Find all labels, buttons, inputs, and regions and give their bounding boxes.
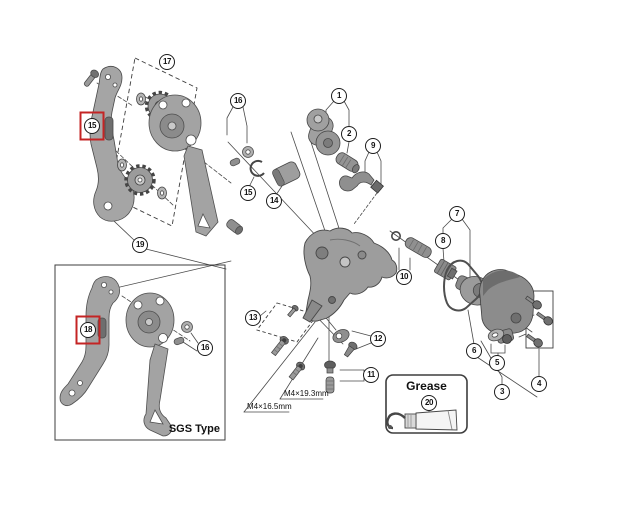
tension-pulley bbox=[124, 164, 156, 196]
screw-spec-long-label: M4×19.3mm bbox=[284, 389, 329, 398]
stud-plate bbox=[332, 329, 350, 343]
callout-16: 16 bbox=[197, 340, 213, 356]
motor-unit-chain bbox=[390, 231, 553, 348]
sgs-inner-plate bbox=[125, 292, 175, 437]
pulley-set-dashed-box bbox=[109, 57, 198, 227]
callout-15: 15 bbox=[240, 185, 256, 201]
plate-bumper bbox=[104, 116, 114, 141]
outer-plate-assembly bbox=[83, 66, 135, 222]
outer-plate bbox=[89, 66, 135, 222]
callout-11: 11 bbox=[363, 367, 379, 383]
adjust-bolt bbox=[404, 237, 432, 258]
callout-8: 8 bbox=[435, 233, 451, 249]
highlight-box-15 bbox=[79, 111, 105, 141]
stopper-pin bbox=[229, 157, 241, 167]
callout-20: 20 bbox=[421, 395, 437, 411]
callout-1: 1 bbox=[331, 88, 347, 104]
sgs-outer-plate bbox=[59, 276, 121, 406]
callout-9: 9 bbox=[365, 138, 381, 154]
callout-13: 13 bbox=[245, 310, 261, 326]
callout-10: 10 bbox=[396, 269, 412, 285]
stud-bolt bbox=[343, 341, 358, 358]
callout-15: 15 bbox=[84, 118, 100, 134]
group-boxes bbox=[54, 57, 554, 441]
cable-fixing-plate bbox=[370, 179, 384, 194]
mount-screws-and-studs bbox=[270, 304, 358, 394]
stroke-adjust-bolt bbox=[335, 152, 360, 174]
e-ring bbox=[249, 159, 265, 177]
small-screw bbox=[287, 304, 299, 318]
ball-post bbox=[324, 360, 336, 374]
cover-screws bbox=[525, 295, 553, 348]
highlight-box-18 bbox=[75, 315, 101, 345]
screw-long bbox=[270, 335, 289, 357]
callout-16: 16 bbox=[230, 93, 246, 109]
screw-spec-short-label: M4×16.5mm bbox=[247, 402, 292, 411]
o-ring bbox=[390, 231, 401, 242]
callout-18: 18 bbox=[80, 322, 96, 338]
plate-screw bbox=[83, 69, 100, 87]
screw-set-dashed-box bbox=[256, 302, 318, 343]
snap-ring-and-cap bbox=[249, 159, 301, 187]
sgs-type-box bbox=[54, 264, 226, 441]
plate-pivot-bolt bbox=[226, 219, 244, 235]
callout-14: 14 bbox=[266, 193, 282, 209]
callout-4: 4 bbox=[531, 376, 547, 392]
bracket-axle-unit bbox=[306, 108, 384, 194]
screw-short bbox=[288, 361, 306, 381]
grease-box bbox=[385, 374, 468, 434]
gasket-seal bbox=[443, 259, 483, 312]
callout-6: 6 bbox=[466, 343, 482, 359]
inner-plate-assembly bbox=[148, 94, 254, 237]
grease-tube bbox=[386, 409, 458, 431]
callout-5: 5 bbox=[489, 355, 505, 371]
latch-plate bbox=[487, 328, 512, 344]
grease-label: Grease bbox=[406, 379, 447, 393]
sgs-stopper-pin bbox=[173, 336, 185, 346]
callout-12: 12 bbox=[370, 331, 386, 347]
derailleur-body bbox=[302, 227, 398, 323]
callout-2: 2 bbox=[341, 126, 357, 142]
axle-cap bbox=[272, 161, 301, 187]
callout-17: 17 bbox=[159, 54, 175, 70]
sgs-plates bbox=[59, 276, 193, 437]
sgs-type-label: SGS Type bbox=[168, 423, 220, 435]
callout-3: 3 bbox=[494, 384, 510, 400]
callout-7: 7 bbox=[449, 206, 465, 222]
cable-fixing-lever bbox=[339, 171, 375, 192]
callout-19: 19 bbox=[132, 237, 148, 253]
